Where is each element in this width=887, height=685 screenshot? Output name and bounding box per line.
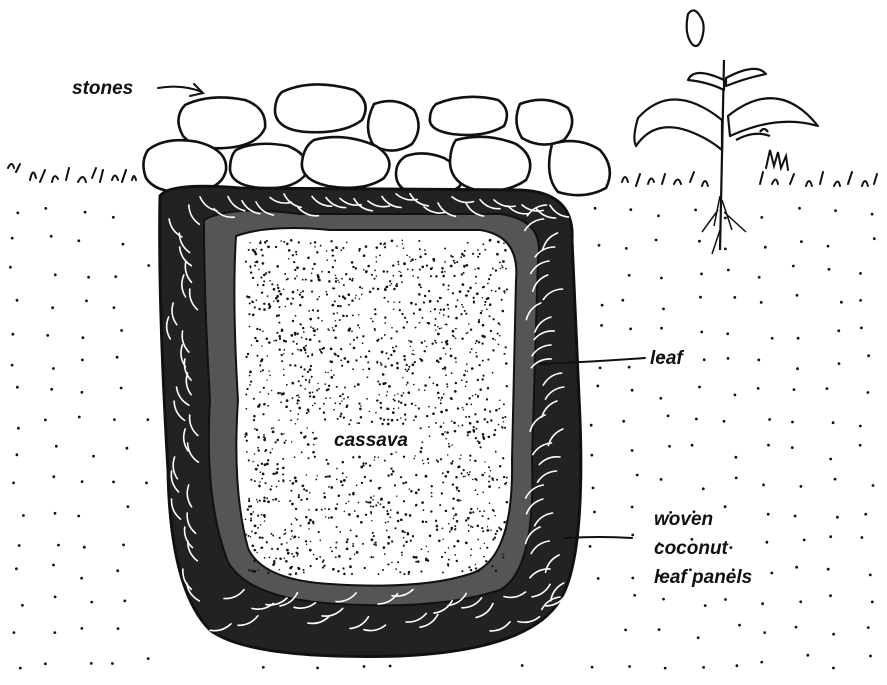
stones-arrow xyxy=(158,87,202,92)
stone xyxy=(516,100,572,145)
stone xyxy=(368,101,419,150)
stone xyxy=(450,137,530,191)
stone xyxy=(430,97,507,135)
leaf-label: leaf xyxy=(650,348,684,369)
stone xyxy=(275,84,366,132)
woven-label-line3: leaf panels xyxy=(654,567,752,588)
woven-label-line2: coconut xyxy=(654,538,729,559)
cassava-fill xyxy=(234,228,516,586)
stone xyxy=(143,140,226,192)
woven-label-line1: woven xyxy=(654,509,713,530)
stone xyxy=(230,144,307,188)
panels-leader xyxy=(565,537,632,538)
stones-layer xyxy=(143,84,609,195)
stones-label: stones xyxy=(72,78,133,99)
cassava-label: cassava xyxy=(334,430,408,451)
stone xyxy=(549,141,610,195)
